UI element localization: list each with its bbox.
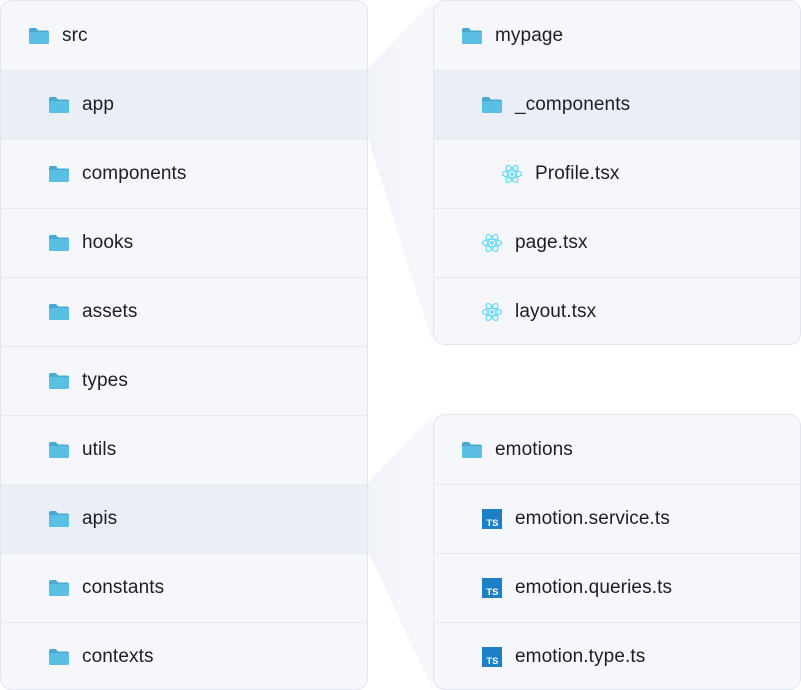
tree-row-page-tsx[interactable]: page.tsx [434,208,800,277]
tree-row-label: assets [82,301,138,322]
tree-row-label: emotion.service.ts [515,508,670,529]
react-icon [481,232,503,254]
react-icon [501,163,523,185]
tree-row-emotion-queries-ts[interactable]: TS emotion.queries.ts [434,553,800,622]
tree-row-mypage[interactable]: mypage [434,1,800,70]
folder-icon [461,439,483,461]
tree-row-label: emotion.queries.ts [515,577,673,598]
tree-row-components[interactable]: components [1,139,367,208]
folder-icon [48,577,70,599]
tree-row-types[interactable]: types [1,346,367,415]
folder-icon [48,232,70,254]
tree-row-emotions[interactable]: emotions [434,415,800,484]
tree-row-components-folder[interactable]: _components [434,70,800,139]
folder-icon [48,163,70,185]
folder-icon [461,25,483,47]
tree-row-label: emotion.type.ts [515,646,646,667]
tree-row-app[interactable]: app [1,70,367,139]
typescript-icon: TS [481,646,503,668]
tree-row-hooks[interactable]: hooks [1,208,367,277]
react-icon [481,301,503,323]
svg-text:TS: TS [486,518,498,529]
folder-icon [48,439,70,461]
tree-row-label: hooks [82,232,134,253]
tree-row-assets[interactable]: assets [1,277,367,346]
tree-row-label: src [62,24,88,46]
mypage-folder-panel: mypage _components Profile.tsx page.tsx … [433,0,801,345]
connector-app-to-mypage [368,0,433,345]
folder-icon [48,370,70,392]
svg-text:TS: TS [486,587,498,598]
svg-text:TS: TS [486,656,498,667]
tree-row-constants[interactable]: constants [1,553,367,622]
tree-row-label: app [82,94,115,115]
tree-row-label: utils [82,439,117,460]
tree-row-emotion-service-ts[interactable]: TS emotion.service.ts [434,484,800,553]
tree-row-label: constants [82,577,165,598]
folder-icon [28,25,50,47]
tree-row-apis[interactable]: apis [1,484,367,553]
folder-icon [48,508,70,530]
tree-row-src[interactable]: src [1,1,367,70]
tree-row-label: Profile.tsx [535,163,620,184]
tree-row-label: layout.tsx [515,301,597,322]
tree-row-label: components [82,163,187,184]
tree-row-label: contexts [82,646,154,667]
folder-icon [48,301,70,323]
tree-row-label: page.tsx [515,232,588,253]
src-folder-panel: src app components hooks assets types ut… [0,0,368,690]
emotions-folder-panel: emotions TS emotion.service.ts TS emotio… [433,414,801,690]
tree-row-emotion-type-ts[interactable]: TS emotion.type.ts [434,622,800,689]
tree-row-profile-tsx[interactable]: Profile.tsx [434,139,800,208]
folder-icon [48,646,70,668]
connector-apis-to-emotions [368,414,433,690]
folder-icon [48,94,70,116]
tree-row-label: _components [515,94,631,115]
typescript-icon: TS [481,577,503,599]
tree-row-label: types [82,370,128,391]
tree-row-label: emotions [495,438,573,460]
tree-row-label: apis [82,508,118,529]
tree-row-label: mypage [495,24,564,46]
tree-row-layout-tsx[interactable]: layout.tsx [434,277,800,344]
typescript-icon: TS [481,508,503,530]
folder-icon [481,94,503,116]
tree-row-contexts[interactable]: contexts [1,622,367,689]
tree-row-utils[interactable]: utils [1,415,367,484]
